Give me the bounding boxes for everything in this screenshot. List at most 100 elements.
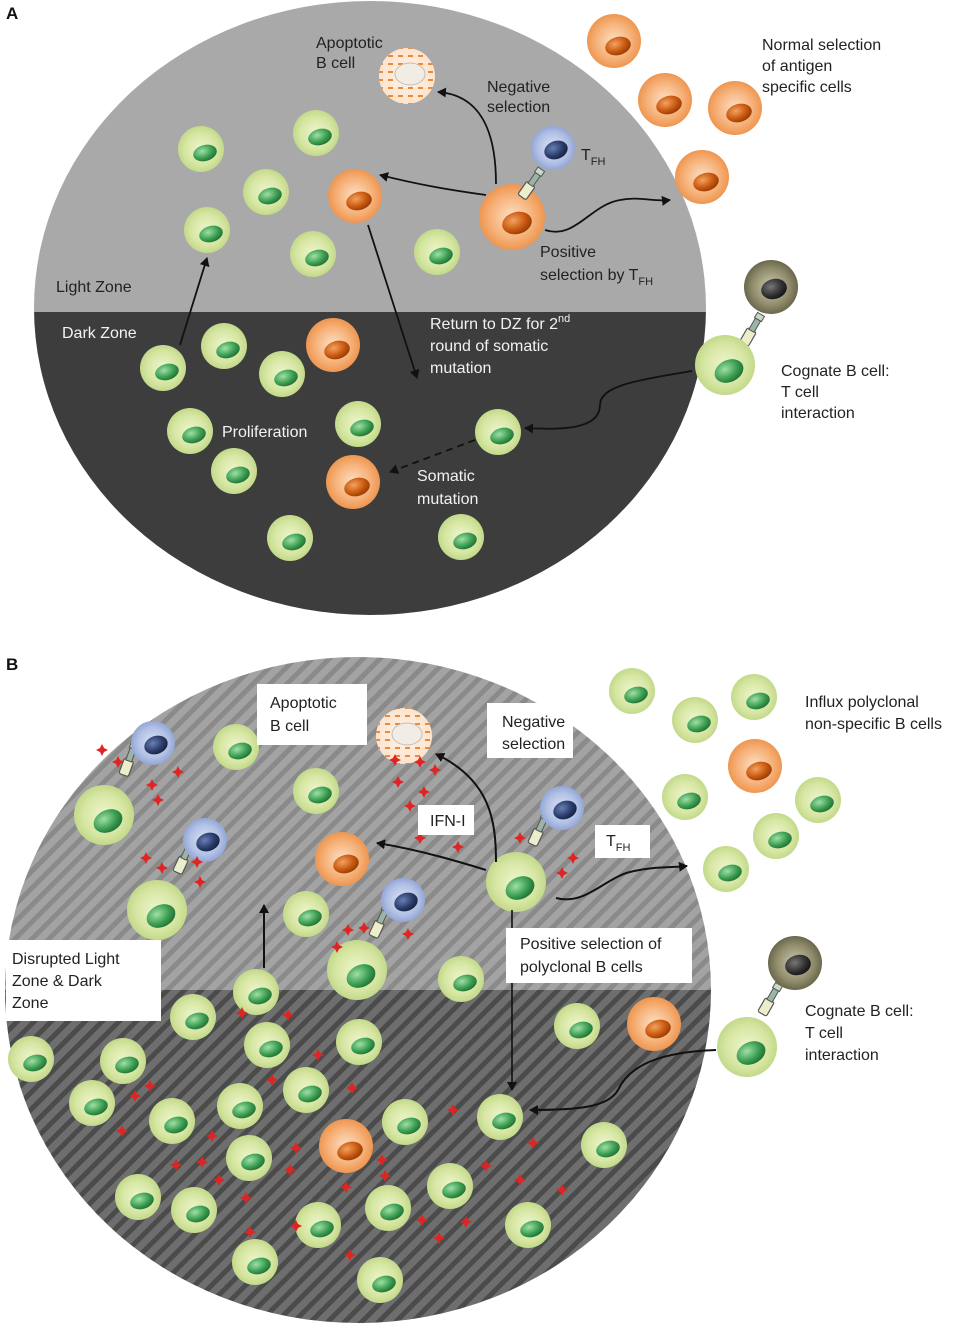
b-cell [581, 1122, 627, 1168]
b-cell [244, 1022, 290, 1068]
influx-b-cell [609, 668, 655, 714]
panel-a-letter: A [6, 4, 18, 23]
b-cell [505, 1202, 551, 1248]
cognate-line3: interaction [781, 405, 855, 422]
influx-b-cell [728, 739, 782, 793]
influx-b-cell [662, 774, 708, 820]
cognate-line2: T cell [805, 1025, 843, 1042]
influx-b-cell [672, 697, 718, 743]
mutated-b-cell [326, 455, 380, 509]
b-cell [414, 229, 460, 275]
proliferation-label: Proliferation [222, 424, 307, 441]
b-cell [8, 1036, 54, 1082]
b-cell [293, 110, 339, 156]
positive-selection-line1: Positive [540, 244, 596, 261]
b-cell [427, 1163, 473, 1209]
apoptotic-label-line1: Apoptotic [316, 35, 383, 52]
b-cell [127, 880, 187, 940]
apoptotic-label-line2: B cell [270, 718, 309, 735]
cognate-b-cell [717, 1017, 777, 1077]
cognate-b-cell [695, 335, 755, 395]
positive-selection-line2: selection by TFH [540, 267, 653, 288]
cognate-t-cell [744, 260, 798, 314]
b-cell [217, 1083, 263, 1129]
b-cell [293, 768, 339, 814]
influx-b-cell [795, 777, 841, 823]
b-cell [290, 231, 336, 277]
disrupted-line2: Zone & Dark [12, 973, 103, 990]
b-cell [438, 956, 484, 1002]
influx-b-cell [731, 674, 777, 720]
b-cell [259, 351, 305, 397]
cognate-line1: Cognate B cell: [805, 1003, 914, 1020]
negative-selection-line2: selection [487, 99, 550, 116]
b-cell [233, 969, 279, 1015]
return-dz-line1: Return to DZ for 2nd [430, 313, 570, 333]
disrupted-box [6, 940, 161, 1021]
negative-selection-line1: Negative [502, 714, 565, 731]
selected-b-cell [306, 318, 360, 372]
b-cell [295, 1202, 341, 1248]
cognate-line1: Cognate B cell: [781, 363, 890, 380]
b-cell [201, 323, 247, 369]
tfh-cell [183, 818, 227, 862]
somatic-mutation-line1: Somatic [417, 468, 475, 485]
panel-a: A [6, 1, 890, 615]
dark-zone-label: Dark Zone [62, 325, 137, 342]
selected-b-cell [638, 73, 692, 127]
tcr-bcr-receptor [739, 311, 766, 347]
cognate-t-cell [768, 936, 822, 990]
b-cell [554, 1003, 600, 1049]
influx-line2: non-specific B cells [805, 716, 942, 733]
tfh-cell [531, 126, 575, 170]
b-cell [211, 448, 257, 494]
tfh-cell [131, 721, 175, 765]
positively-selected-b-cell [479, 184, 545, 250]
positive-selection-box [506, 928, 692, 983]
disrupted-line1: Disrupted Light [12, 951, 120, 968]
b-cell [178, 126, 224, 172]
negative-selection-line1: Negative [487, 79, 550, 96]
b-cell [74, 785, 134, 845]
normal-selection-line2: of antigen [762, 58, 832, 75]
b-cell [283, 891, 329, 937]
normal-selection-line1: Normal selection [762, 37, 881, 54]
b-cell [382, 1099, 428, 1145]
tfh-box [595, 825, 650, 858]
apoptotic-label-line2: B cell [316, 55, 355, 72]
b-cell [69, 1080, 115, 1126]
apoptotic-b-cell [378, 47, 436, 105]
tfh-label: TFH [606, 833, 631, 854]
selected-b-cell [708, 81, 762, 135]
ifn-label: IFN-I [430, 813, 466, 830]
flow-arrows [179, 87, 693, 474]
panel-b-letter: B [6, 655, 18, 674]
apoptotic-b-cell [375, 707, 433, 765]
cognate-line2: T cell [781, 384, 819, 401]
influx-b-cell [753, 813, 799, 859]
light-zone-label: Light Zone [56, 279, 132, 296]
b-cell [232, 1239, 278, 1285]
b-cell [184, 207, 230, 253]
apoptotic-box [257, 684, 367, 745]
b-cell [438, 514, 484, 560]
somatic-mutation-line2: mutation [417, 491, 478, 508]
b-cell [357, 1257, 403, 1303]
positive-polyclonal-line2: polyclonal B cells [520, 959, 643, 976]
selected-b-cell [587, 14, 641, 68]
b-cell [226, 1135, 272, 1181]
panel-b: B [5, 655, 942, 1323]
b-cell [267, 515, 313, 561]
positive-polyclonal-line1: Positive selection of [520, 936, 662, 953]
influx-line1: Influx polyclonal [805, 694, 919, 711]
b-cell [213, 724, 259, 770]
return-dz-line2: round of somatic [430, 338, 548, 355]
dark-zone-area [34, 312, 706, 615]
selected-b-cell [675, 150, 729, 204]
tfh-cell [540, 786, 584, 830]
b-cell [243, 169, 289, 215]
tfh-label: TFH [581, 147, 606, 168]
selected-b-cell [328, 169, 382, 223]
b-cell [475, 409, 521, 455]
